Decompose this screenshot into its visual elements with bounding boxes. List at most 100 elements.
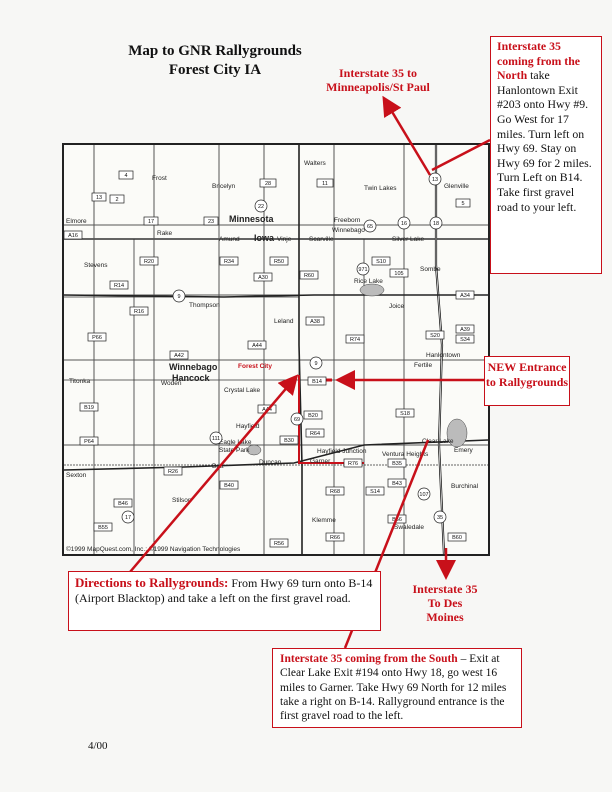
svg-text:A16: A16 [68,233,78,239]
svg-text:Eagle Lake: Eagle Lake [219,439,252,446]
svg-text:R64: R64 [310,431,320,437]
state-label-iowa: Iowa [254,233,275,243]
road-map: Minnesota Iowa Winnebago Hancock Freebor… [62,143,490,556]
south-i35-label: Interstate 35 To Des Moines [412,582,478,624]
svg-text:R14: R14 [114,283,124,289]
svg-text:13: 13 [96,195,102,201]
svg-text:Rake: Rake [157,230,173,237]
north-directions-box: Interstate 35 coming from the North take… [490,36,602,274]
svg-text:17: 17 [148,219,154,225]
new-entrance-label: NEW Entrance to Rallygrounds [485,360,569,389]
svg-text:Hanlontown: Hanlontown [426,352,461,359]
new-entrance-box: NEW Entrance to Rallygrounds [484,356,570,406]
svg-text:4: 4 [124,173,127,179]
svg-text:Freeborn: Freeborn [334,217,361,224]
svg-text:S20: S20 [430,333,440,339]
svg-text:28: 28 [265,181,271,187]
north-i35-label: Interstate 35 to Minneapolis/St Paul [326,66,430,94]
svg-text:Stilson: Stilson [172,497,192,504]
svg-text:Walters: Walters [304,160,327,167]
title-line-1: Map to GNR Rallygrounds [128,43,302,59]
svg-text:B19: B19 [84,405,94,411]
svg-text:R68: R68 [330,489,340,495]
svg-text:R26: R26 [168,469,178,475]
svg-text:B60: B60 [452,535,462,541]
svg-text:35: 35 [437,515,443,521]
svg-text:S18: S18 [400,411,410,417]
directions-box-heading: Directions to Rallygrounds: [75,575,229,590]
map-copyright: ©1999 MapQuest.com, Inc.; ©1999 Navigati… [66,545,241,553]
map-graphic: Minnesota Iowa Winnebago Hancock Freebor… [64,145,488,554]
svg-text:13: 13 [432,177,438,183]
svg-text:Hayfield: Hayfield [236,423,260,430]
svg-text:Clear Lake: Clear Lake [422,438,454,445]
svg-text:16: 16 [401,221,407,227]
svg-text:18: 18 [433,221,439,227]
svg-text:B30: B30 [284,438,294,444]
svg-text:Duncan: Duncan [259,459,282,466]
svg-text:Amund: Amund [219,236,240,243]
svg-text:Twin Lakes: Twin Lakes [364,185,397,192]
svg-text:2: 2 [115,197,118,203]
svg-text:105: 105 [394,271,403,277]
svg-text:Vinje: Vinje [277,236,292,243]
north-box-text: take Hanlontown Exit #203 onto Hwy #9. G… [497,68,592,214]
svg-text:Swaledale: Swaledale [394,524,424,531]
page-title: Map to GNR Rallygrounds Forest City IA [110,42,320,80]
svg-text:Burchinal: Burchinal [451,483,479,490]
svg-text:17: 17 [125,515,131,521]
svg-text:107: 107 [419,492,428,498]
svg-text:Emery: Emery [454,447,474,454]
svg-text:S14: S14 [370,489,380,495]
svg-text:R56: R56 [274,541,284,547]
svg-text:Elmore: Elmore [66,218,87,225]
svg-text:R76: R76 [348,461,358,467]
svg-text:S10: S10 [376,259,386,265]
county-label-winnebago: Winnebago [169,362,218,372]
svg-text:B43: B43 [392,481,402,487]
svg-text:9: 9 [314,361,317,367]
svg-text:111: 111 [212,436,220,442]
svg-text:A44: A44 [262,407,272,413]
svg-text:State Park: State Park [219,447,250,454]
directions-box: Directions to Rallygrounds: From Hwy 69 … [68,571,381,631]
svg-text:Garner: Garner [310,458,331,465]
svg-text:Fertile: Fertile [414,362,432,369]
south-directions-box: Interstate 35 coming from the South – Ex… [272,648,522,728]
svg-text:B46: B46 [118,501,128,507]
svg-text:R20: R20 [144,259,154,265]
svg-text:69: 69 [294,417,300,423]
svg-text:A44: A44 [252,343,262,349]
svg-text:Silver Lake: Silver Lake [392,236,425,243]
svg-text:R74: R74 [350,337,360,343]
svg-text:5: 5 [461,201,464,207]
svg-text:A30: A30 [258,275,268,281]
svg-text:P66: P66 [92,335,102,341]
svg-text:R34: R34 [224,259,234,265]
svg-text:B20: B20 [308,413,318,419]
svg-text:Glenville: Glenville [444,183,469,190]
svg-text:R50: R50 [274,259,284,265]
svg-text:R66: R66 [330,535,340,541]
title-line-2: Forest City IA [168,62,262,78]
svg-text:Joice: Joice [389,303,405,310]
svg-text:A39: A39 [460,327,470,333]
date-footer: 4/00 [88,740,108,752]
svg-text:65: 65 [367,224,373,230]
svg-text:R16: R16 [134,309,144,315]
svg-text:Sombe: Sombe [420,266,441,273]
svg-text:Woden: Woden [161,380,182,387]
svg-text:Bricelyn: Bricelyn [212,183,236,190]
svg-text:Forest City: Forest City [238,363,272,370]
svg-text:Winnebago: Winnebago [332,227,365,234]
svg-text:R60: R60 [304,273,314,279]
svg-text:Thompson: Thompson [189,302,220,309]
svg-text:Ventura Heights: Ventura Heights [382,451,429,458]
svg-text:B55: B55 [98,525,108,531]
svg-text:B14: B14 [312,379,322,385]
svg-text:S34: S34 [460,337,470,343]
svg-text:Sexton: Sexton [66,472,87,479]
svg-text:B56: B56 [392,517,402,523]
svg-text:Rice Lake: Rice Lake [354,278,383,285]
svg-text:Hayfield Junction: Hayfield Junction [317,448,367,455]
